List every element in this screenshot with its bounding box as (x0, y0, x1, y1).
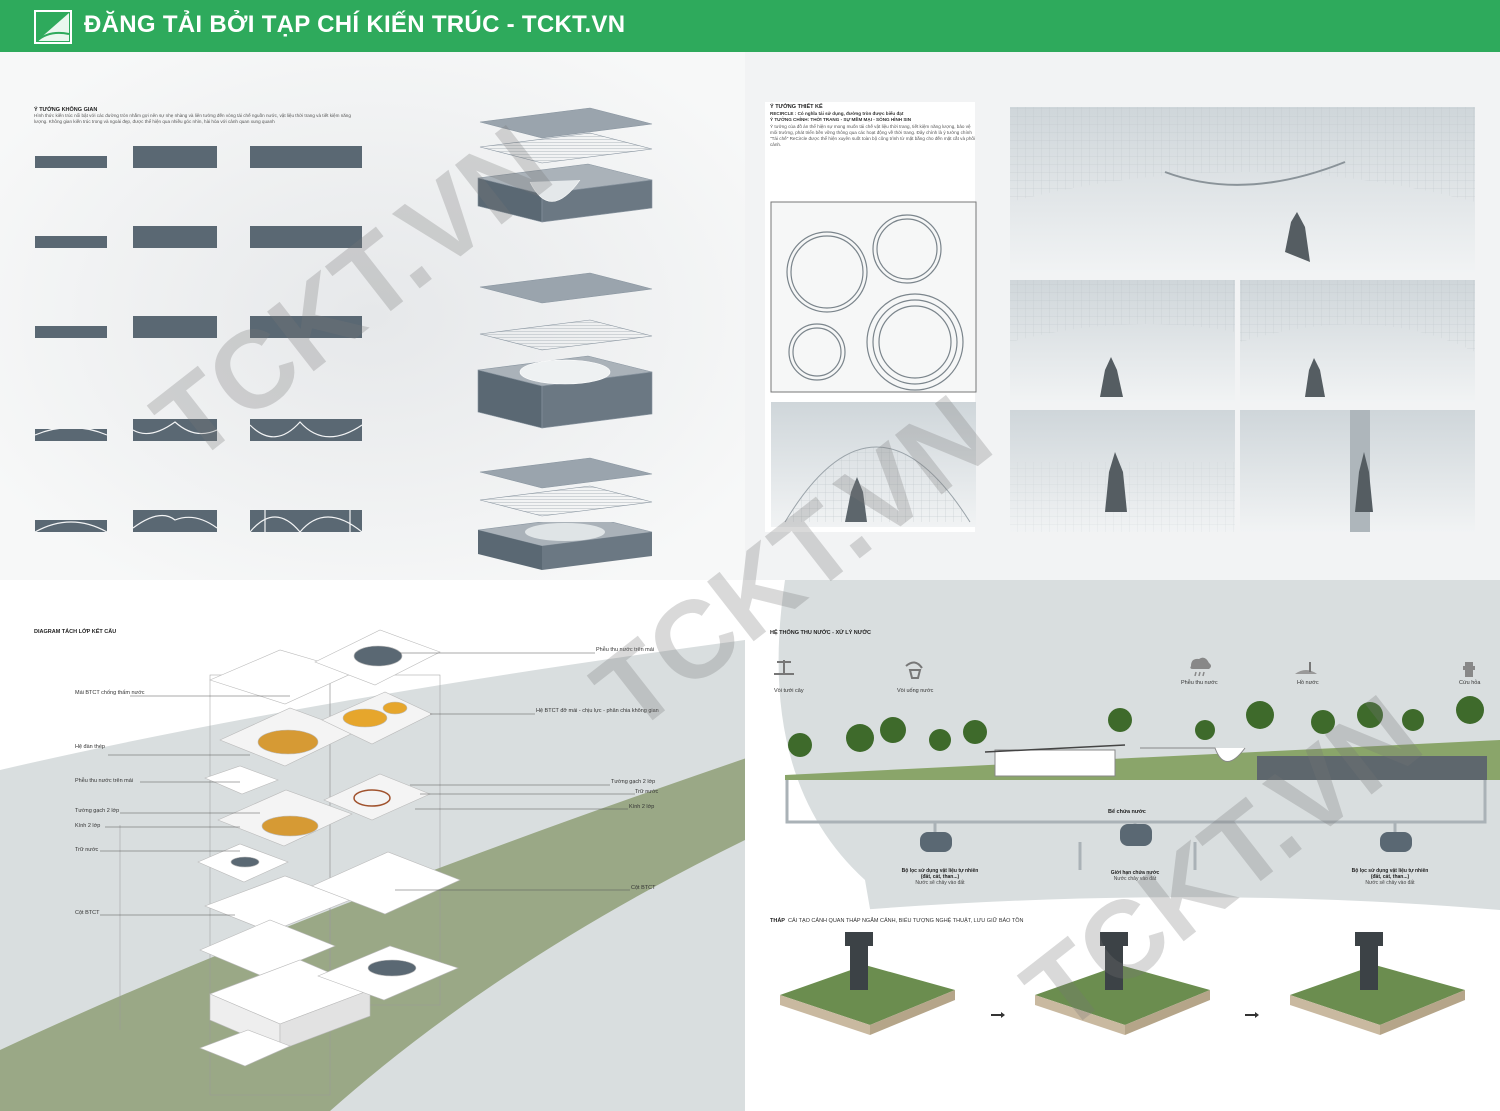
water-icon-label-hydrant: Cứu hỏa (1459, 680, 1481, 686)
top-banner: ĐĂNG TẢI BỞI TẠP CHÍ KIẾN TRÚC - TCKT.VN (0, 0, 1500, 52)
form-study-grid (34, 146, 363, 533)
filter-left-title: Bộ lọc sử dụng vật liệu tự nhiên (đất, c… (901, 868, 979, 880)
structure-label-glass-left: Kính 2 lớp (75, 823, 101, 829)
structure-label-water-storage-left: Trữ nước (75, 847, 99, 853)
design-idea-panel: Ý TƯỞNG THIẾT KẾ RECIRCLE : Có nghĩa tái… (745, 52, 1500, 580)
tower-heading: THÁP (770, 918, 785, 924)
space-idea-text: Hình thức kiến trúc nổi bật với các đườn… (34, 113, 351, 124)
design-idea-heading: Ý TƯỞNG THIẾT KẾ (770, 104, 823, 110)
water-icon-label-drain: Phễu thu nước (1181, 680, 1218, 686)
structure-label-brick-wall-right: Tường gạch 2 lớp (611, 779, 656, 785)
structure-label-steel-truss: Hệ đàn thép (75, 744, 105, 750)
structure-label-column-left: Cột BTCT (75, 910, 100, 916)
banner-title: ĐĂNG TẢI BỞI TẠP CHÍ KIẾN TRÚC - TCKT.VN (84, 11, 626, 38)
water-system-heading: HỆ THỐNG THU NƯỚC - XỬ LÝ NƯỚC (770, 630, 871, 636)
water-icon-label-lake: Hồ nước (1297, 680, 1319, 686)
exploded-layer-base (477, 522, 653, 570)
design-idea-text: Ý tưởng của đồ án thể hiện sự mong muốn … (770, 124, 975, 147)
structure-label-roof-drain: Phễu thu nước trên mái (75, 778, 134, 784)
design-idea-background (765, 102, 1475, 532)
fire-hydrant-icon (1463, 662, 1475, 677)
exploded-layer-diagram (477, 107, 653, 517)
filter-right-sub: Nước sẽ chảy vào đất (1365, 880, 1415, 886)
water-system-panel: HỆ THỐNG THU NƯỚC - XỬ LÝ NƯỚC Vòi tưới … (745, 580, 1500, 1111)
space-idea-background (0, 52, 745, 580)
space-idea-heading: Ý TƯỞNG KHÔNG GIAN (34, 107, 98, 113)
structure-label-column-right: Cột BTCT (631, 885, 656, 891)
limit-sub: Nước chảy vào đất (1113, 876, 1157, 882)
structure-label-roof-drain-top: Phễu thu nước trên mái (596, 647, 655, 653)
drinking-fountain-icon (905, 661, 923, 679)
space-idea-panel: Ý TƯỞNG KHÔNG GIAN Hình thức kiến trúc n… (0, 52, 745, 580)
structure-label-brick-wall-left: Tường gạch 2 lớp (75, 808, 120, 814)
lake-icon (1295, 662, 1317, 674)
water-tank-label: Bể chứa nước (1108, 809, 1146, 815)
structure-label-water-storage-right: Trữ nước (635, 789, 659, 795)
rain-cloud-icon (1190, 657, 1211, 677)
filter-right-title: Bộ lọc sử dụng vật liệu tự nhiên (đất, c… (1351, 868, 1429, 880)
design-idea-line2: Ý TƯỞNG CHÍNH: THỜI TRANG - SỰ MỀM MẠI -… (770, 117, 912, 122)
water-system-background (745, 580, 1500, 1111)
structure-panel: DIAGRAM TÁCH LỚP KẾT CẤU Phễu thu nước t… (0, 580, 745, 1111)
tower-text: CẢI TẠO CẢNH QUAN THÁP NGẮM CẢNH, BIỂU T… (788, 918, 1024, 924)
filter-left-sub: Nước sẽ chảy vào đất (915, 880, 965, 886)
structure-label-roof-frame: Hệ BTCT đỡ mái - chịu lực - phân chia kh… (536, 708, 659, 714)
water-icon-label-fountain: Vòi uống nước (897, 688, 934, 694)
sprinkler-icon (774, 660, 794, 675)
structure-heading: DIAGRAM TÁCH LỚP KẾT CẤU (34, 629, 117, 635)
structure-label-glass-right: Kính 2 lớp (629, 804, 655, 810)
water-icon-label-sprinkler: Vòi tưới cây (774, 688, 804, 694)
magazine-logo-icon (34, 10, 72, 44)
structure-background (0, 629, 745, 1111)
limit-title: Giới hạn chứa nước (1110, 870, 1160, 876)
structure-label-roof-slab: Mái BTCT chống thấm nước (75, 690, 145, 696)
design-idea-line1: RECIRCLE : Có nghĩa tái sử dụng, đường t… (770, 111, 904, 116)
